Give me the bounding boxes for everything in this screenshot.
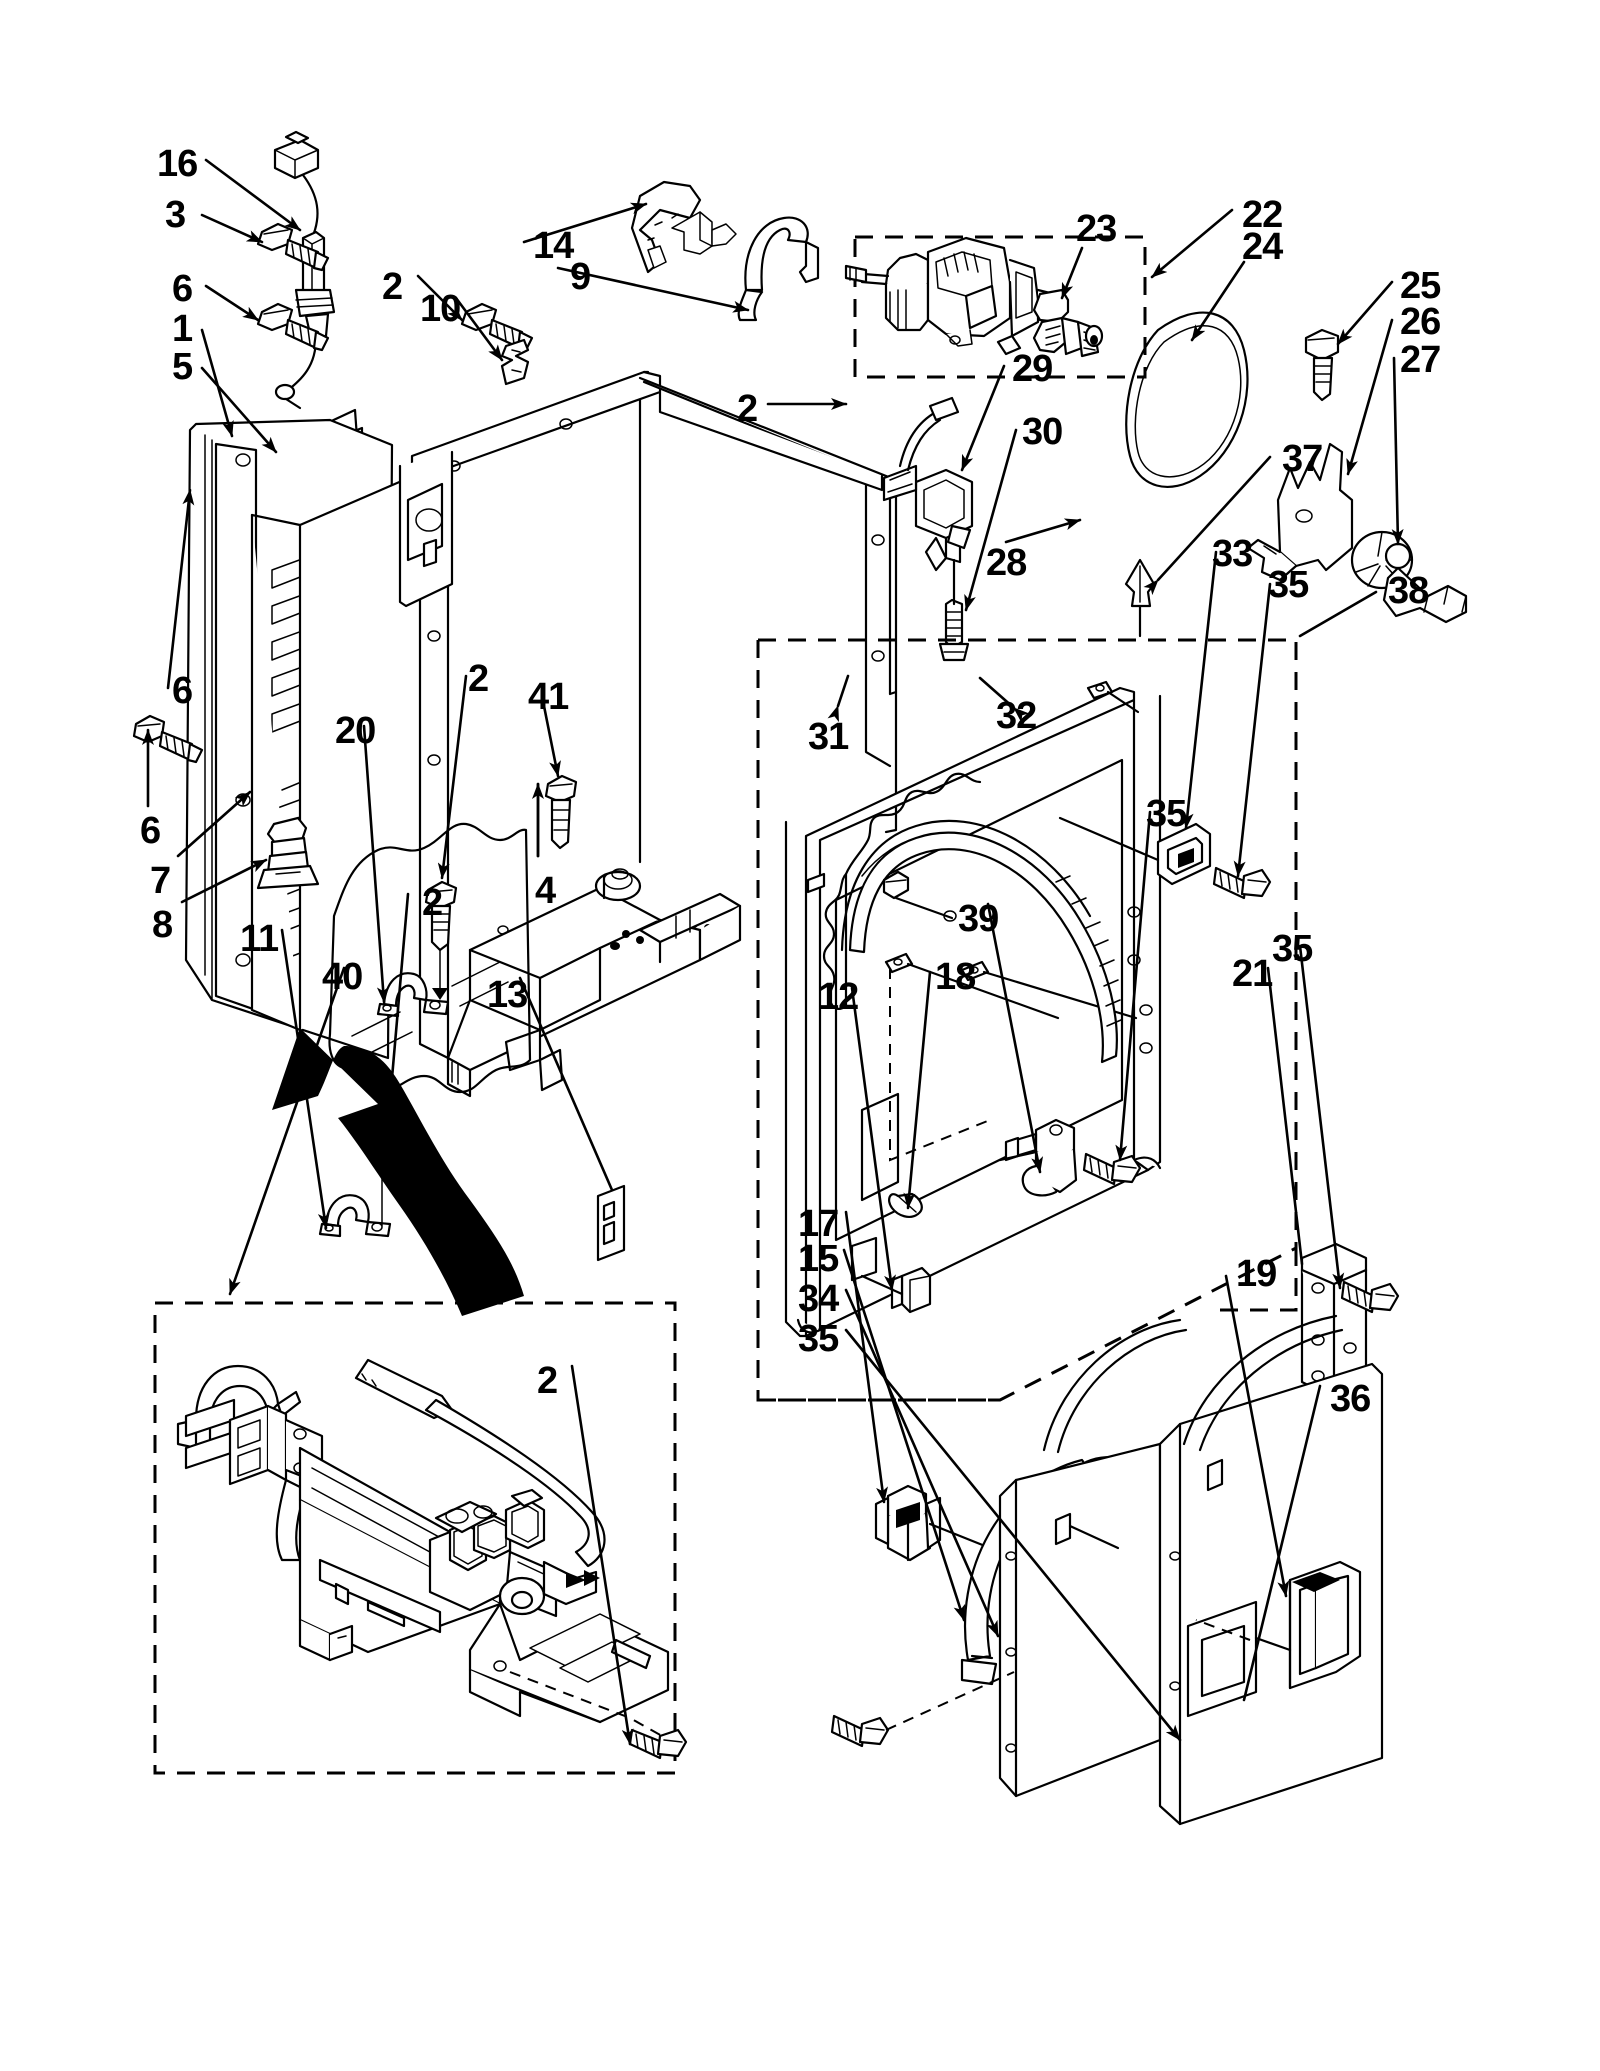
part-17-door-strike (874, 1484, 1002, 1562)
callout-3: 3 (165, 194, 186, 236)
callout-35-d: 35 (798, 1318, 839, 1360)
callout-1: 1 (172, 308, 193, 350)
callout-15: 15 (798, 1238, 839, 1280)
callout-6-bottom: 6 (140, 810, 161, 852)
part-35-screw-a (1212, 866, 1272, 900)
callout-2-clampa: 2 (468, 658, 489, 700)
part-29-door-switch (882, 396, 974, 572)
part-35-screw-hinge (1340, 1280, 1400, 1314)
part-8-leveling-leg (256, 816, 320, 890)
callout-27: 27 (1400, 339, 1441, 381)
part-33-door-strike (1058, 816, 1212, 886)
callout-30: 30 (1022, 411, 1063, 453)
part-26-idler-bracket (1246, 442, 1354, 582)
callout-20: 20 (335, 710, 376, 752)
callout-9: 9 (570, 256, 591, 298)
callout-7: 7 (150, 860, 171, 902)
callout-4: 4 (535, 870, 556, 912)
part-35-screw-b (1082, 1152, 1142, 1186)
callout-41: 41 (528, 676, 569, 718)
callout-37: 37 (1282, 438, 1323, 480)
callout-35-a: 35 (1268, 564, 1309, 606)
callout-11: 11 (240, 918, 279, 960)
callout-2-cabinet: 2 (737, 388, 758, 430)
part-13-nameplate (596, 1184, 626, 1262)
callout-2-clampb: 2 (422, 882, 443, 924)
part-32-drum-seal (822, 772, 1122, 1162)
callout-10: 10 (420, 288, 461, 330)
callout-28: 28 (986, 542, 1027, 584)
callout-34: 34 (798, 1278, 839, 1320)
callout-8: 8 (152, 904, 173, 946)
part-2-screw-clamp-a (424, 880, 458, 1000)
part-19-door-handle (1195, 1560, 1362, 1690)
part-27-idler-pulley (1350, 530, 1468, 624)
part-41-screw (544, 774, 578, 850)
part-9-wire-retainer (737, 216, 820, 322)
part-25-screw (1304, 328, 1340, 402)
callout-18: 18 (935, 956, 976, 998)
callout-35-c: 35 (1272, 928, 1313, 970)
callout-5: 5 (172, 346, 193, 388)
part-3-screw (256, 222, 330, 272)
callout-2-top: 2 (382, 266, 403, 308)
leader-lines (142, 158, 1404, 1746)
part-35-screw-door (830, 1671, 1015, 1748)
callout-12: 12 (818, 976, 859, 1018)
callout-17: 17 (798, 1203, 839, 1245)
callout-24: 24 (1242, 226, 1283, 268)
callout-23: 23 (1076, 208, 1117, 250)
callout-35-b: 35 (1146, 793, 1187, 835)
callout-26: 26 (1400, 301, 1441, 343)
part-20-wire-clamp (376, 972, 450, 1018)
callout-6-top: 6 (172, 268, 193, 310)
callout-19: 19 (1236, 1253, 1277, 1295)
callout-36: 36 (1330, 1378, 1371, 1420)
part-14-bracket (630, 180, 737, 274)
callout-25: 25 (1400, 265, 1441, 307)
part-10-clip (500, 338, 530, 386)
callout-38: 38 (1388, 570, 1429, 612)
part-36-door-outer-panel (1158, 1314, 1384, 1826)
callout-40: 40 (322, 956, 363, 998)
callout-13: 13 (487, 974, 528, 1016)
part-23-motor-pulley (1032, 288, 1104, 358)
callout-2-burner: 2 (537, 1360, 558, 1402)
part-30-screw (938, 558, 970, 662)
part-40-burner-assembly (176, 1358, 670, 1737)
callout-14: 14 (533, 225, 574, 267)
part-6-screw-top (256, 302, 330, 352)
callout-16: 16 (157, 143, 198, 185)
callout-21: 21 (1232, 953, 1273, 995)
part-34-door-inner-panel (998, 1318, 1212, 1798)
part-39-door-catch (998, 1118, 1078, 1197)
callout-39: 39 (958, 898, 999, 940)
callout-29: 29 (1012, 348, 1053, 390)
part-22-drive-motor (844, 236, 1064, 356)
burner-dashed-box (153, 1301, 677, 1775)
part-12-plug-button (850, 1236, 932, 1314)
callout-33: 33 (1212, 533, 1253, 575)
callout-31: 31 (808, 716, 849, 758)
callout-6-mid: 6 (172, 670, 193, 712)
part-24-drive-belt (1125, 311, 1249, 488)
callout-22: 22 (1242, 194, 1283, 236)
callout-32: 32 (996, 695, 1037, 737)
